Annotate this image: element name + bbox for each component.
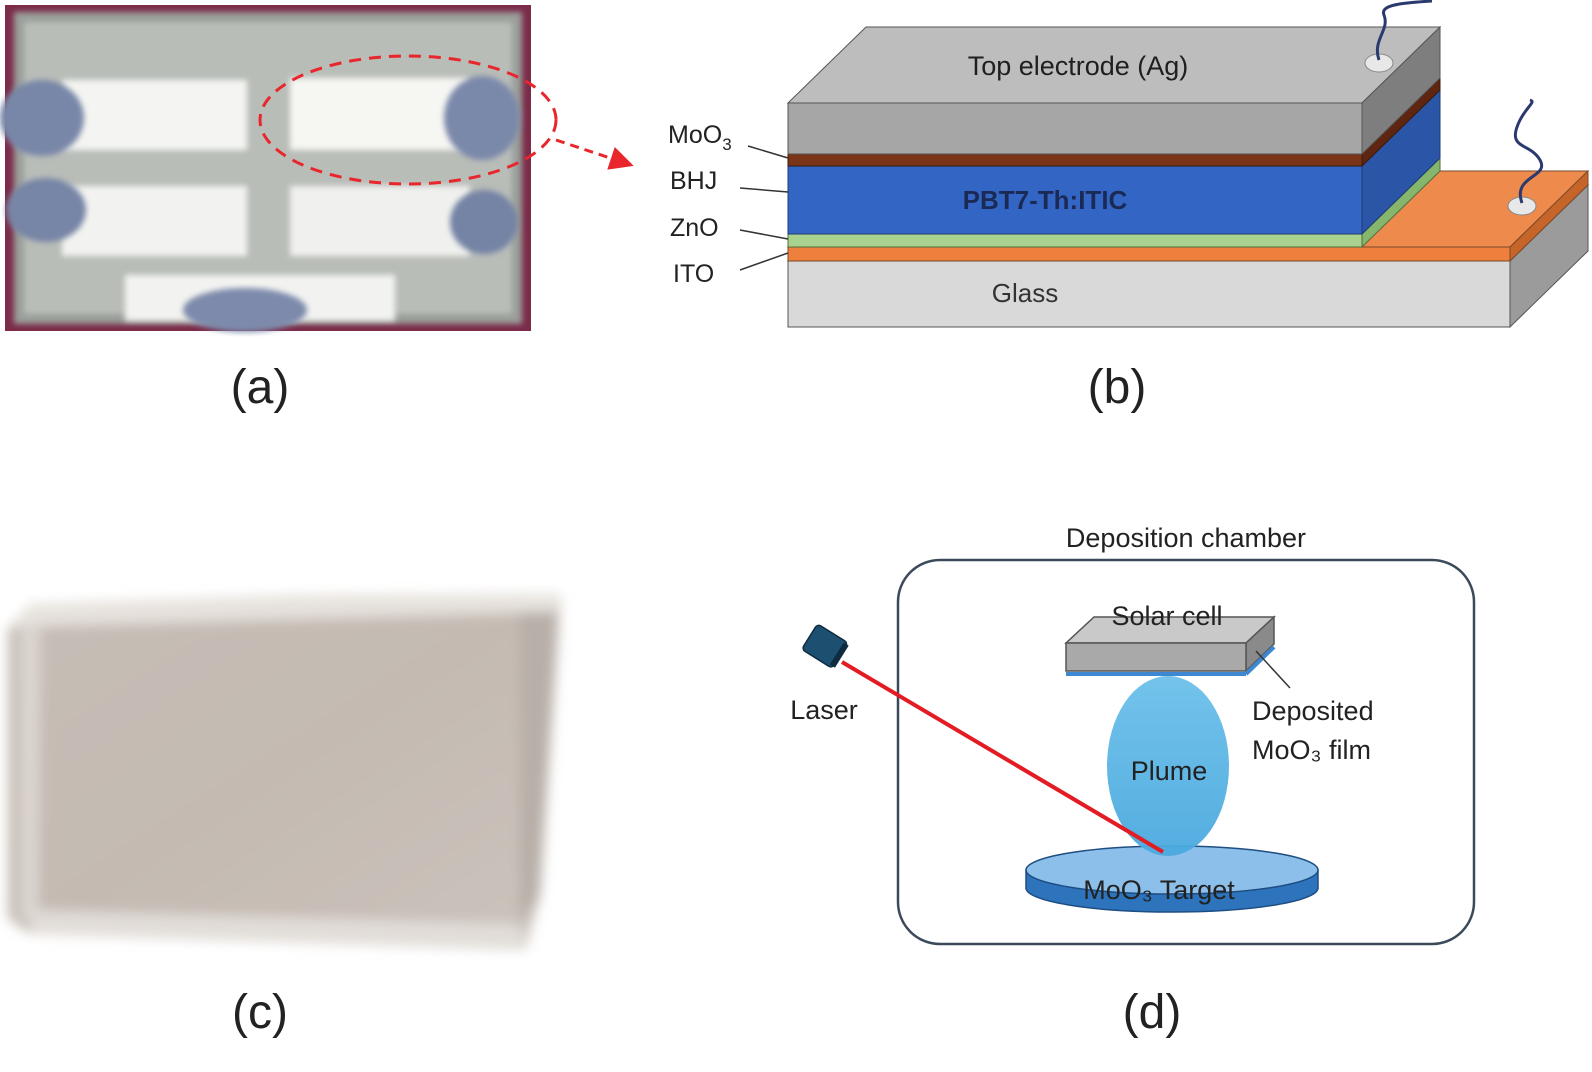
moo3-leader xyxy=(747,145,789,159)
panel-b: PBT7-Th:ITIC Top electrode (Ag) Glass Mo… xyxy=(668,0,1590,414)
panel-label-d: (d) xyxy=(1123,986,1182,1039)
moo3-target xyxy=(1025,845,1319,913)
solar-cell-block xyxy=(1064,615,1276,676)
panel-a: (a) xyxy=(0,5,634,414)
solar-cell-label: Solar cell xyxy=(1111,601,1222,631)
laser-label: Laser xyxy=(790,695,858,725)
laser-source xyxy=(802,624,849,668)
target-label: MoO₃ Target xyxy=(1083,875,1235,905)
layer-labels: MoO3 BHJ ZnO ITO xyxy=(668,121,789,288)
device-photo xyxy=(0,5,531,332)
chamber-title: Deposition chamber xyxy=(1066,523,1306,553)
panel-label-c: (c) xyxy=(232,986,288,1039)
zno-layer xyxy=(787,156,1441,249)
laser-beam xyxy=(840,660,1165,854)
panel-c: (c) xyxy=(8,594,560,1039)
callout-arrow xyxy=(555,138,634,170)
film-label-line1: Deposited xyxy=(1252,696,1374,726)
top-electrode-label: Top electrode (Ag) xyxy=(968,51,1189,81)
highlight-ellipse xyxy=(258,54,558,186)
plume xyxy=(1107,676,1229,856)
bhj-layer: PBT7-Th:ITIC xyxy=(787,88,1441,236)
glass-label: Glass xyxy=(992,278,1058,308)
panel-label-a: (a) xyxy=(231,361,290,414)
film-label-line2: MoO₃ film xyxy=(1252,735,1371,765)
top-electrode: Top electrode (Ag) xyxy=(786,25,1442,156)
panel-label-b: (b) xyxy=(1088,361,1147,414)
bhj-material-label: PBT7-Th:ITIC xyxy=(963,185,1128,215)
zno-leader xyxy=(739,229,789,240)
panel-d: Deposition chamber Plume MoO₃ Target Sol… xyxy=(790,523,1476,1039)
plume-label: Plume xyxy=(1131,756,1208,786)
ito-label: ITO xyxy=(673,260,714,288)
film-leader xyxy=(1255,650,1291,689)
bhj-label: BHJ xyxy=(670,167,717,195)
contact-wires xyxy=(1364,0,1544,216)
moo3-label: MoO3 xyxy=(668,121,732,154)
glass-photo xyxy=(8,594,560,950)
zno-label: ZnO xyxy=(670,214,719,242)
ito-leader xyxy=(739,252,789,271)
bhj-leader xyxy=(739,187,789,193)
deposition-chamber xyxy=(896,558,1476,946)
